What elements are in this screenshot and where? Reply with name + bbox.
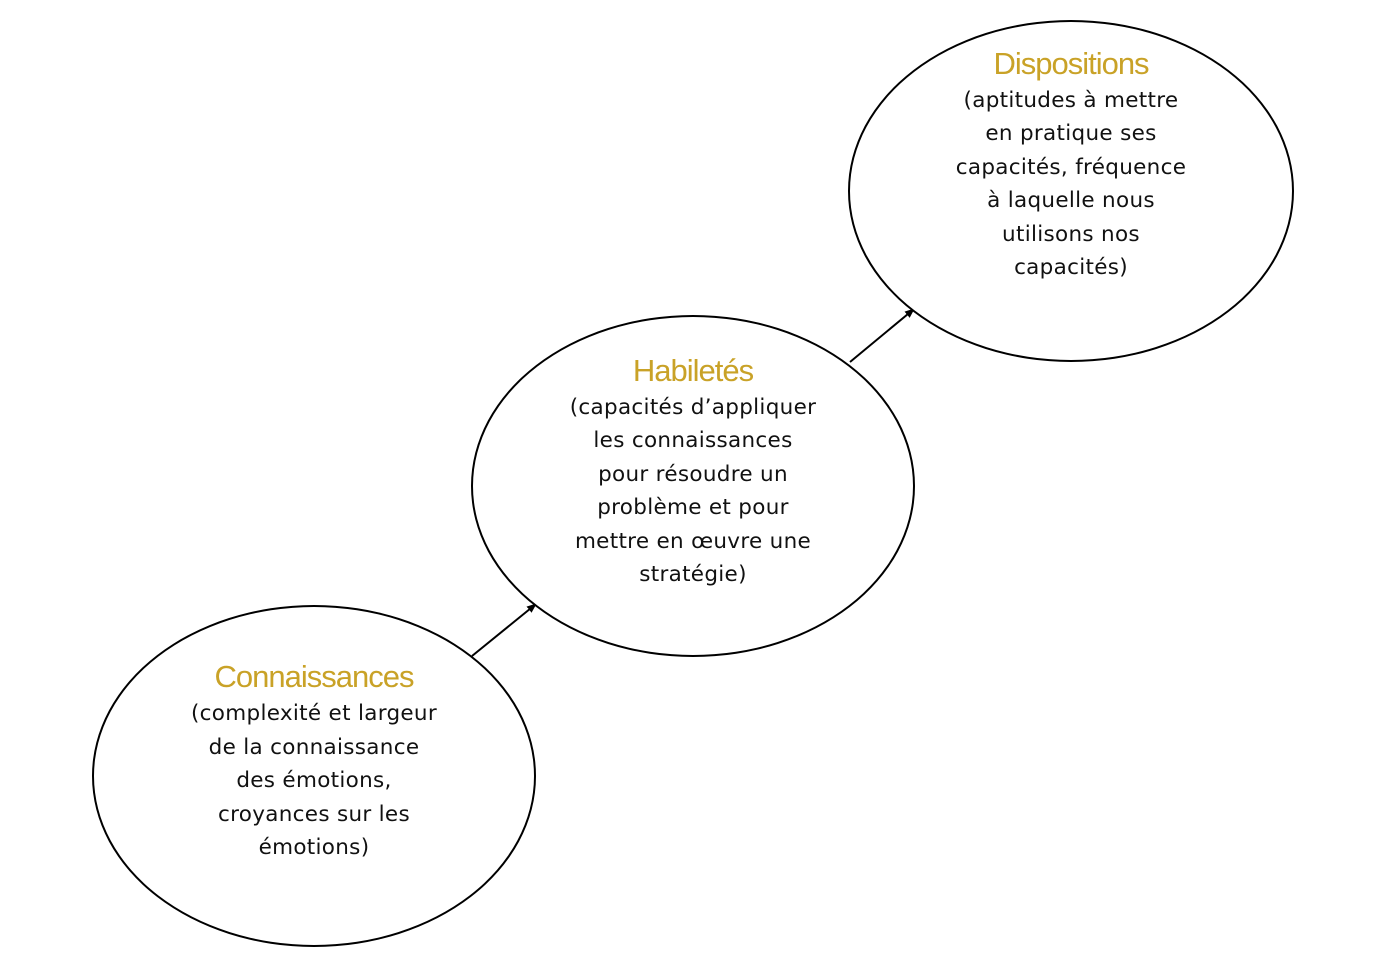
node-title-dispositions: Dispositions <box>993 45 1149 81</box>
node-title-connaissances: Connaissances <box>214 659 415 695</box>
node-description-habiletes: (capacités d’appliquer les connaissances… <box>569 394 817 588</box>
node-connaissances: Connaissances (complexité et largeur de … <box>92 605 536 947</box>
node-description-connaissances: (complexité et largeur de la connaissanc… <box>190 701 437 861</box>
node-habiletes: Habiletés (capacités d’appliquer les con… <box>471 315 915 657</box>
node-dispositions: Dispositions (aptitudes à mettre en prat… <box>848 20 1294 362</box>
node-title-habiletes: Habiletés <box>632 352 754 388</box>
arrow-habiletes-to-dispositions <box>849 308 915 363</box>
arrow-connaissances-to-habiletes <box>471 603 537 657</box>
node-description-dispositions: (aptitudes à mettre en pratique ses capa… <box>955 87 1187 281</box>
